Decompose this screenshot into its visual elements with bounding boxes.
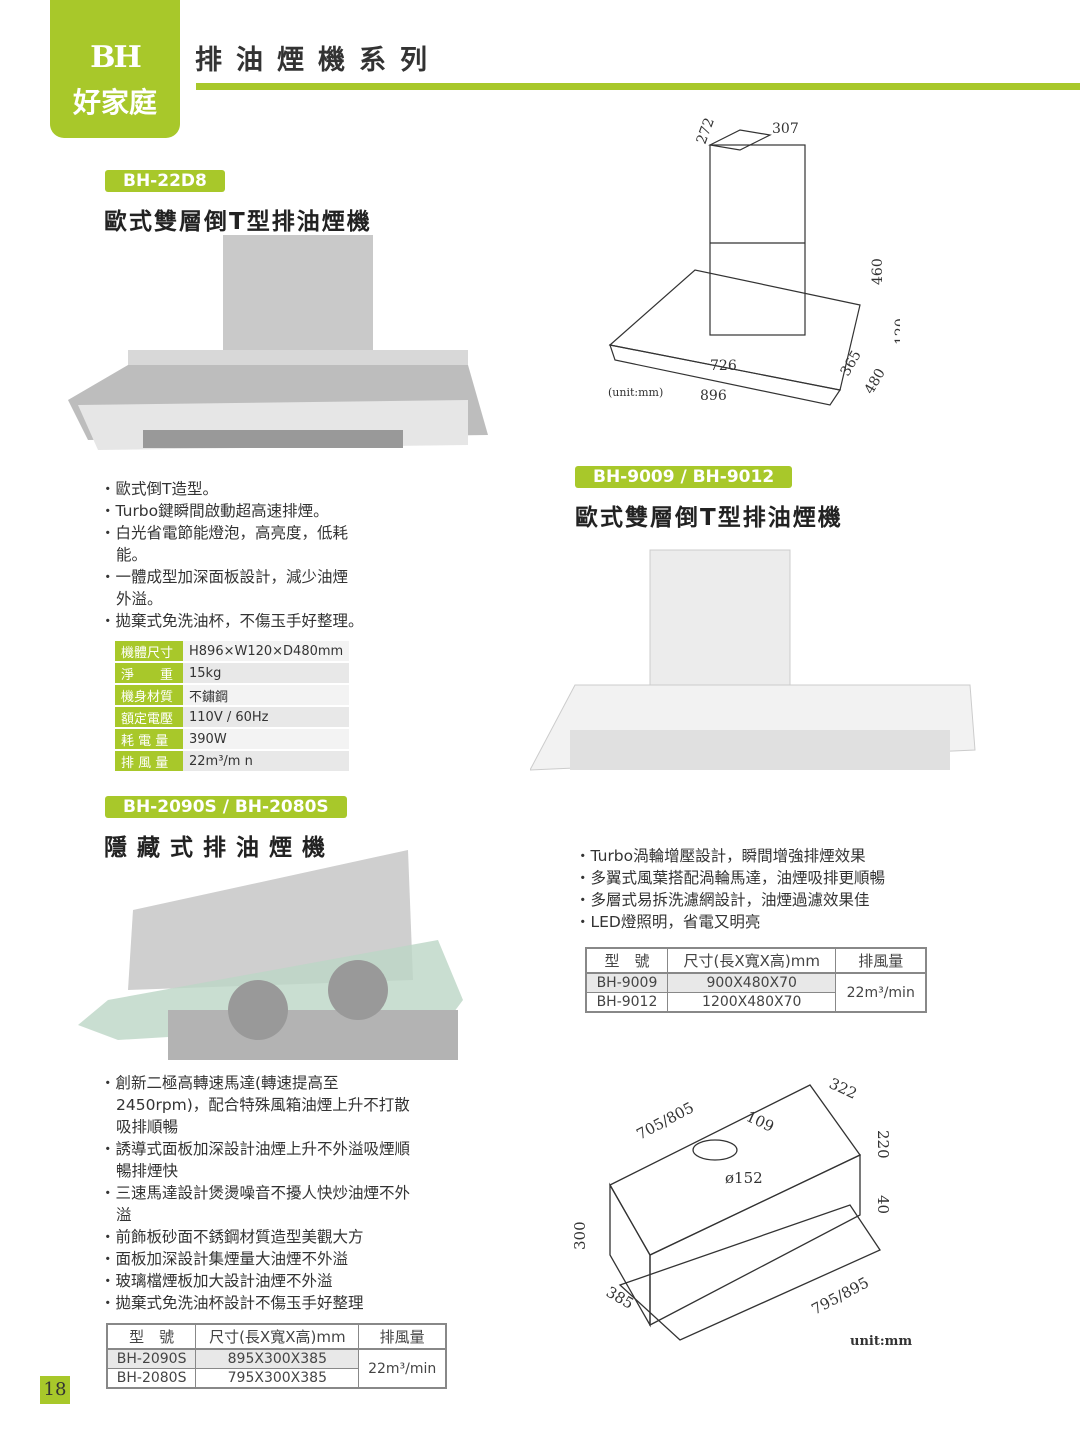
product2-image bbox=[530, 549, 976, 771]
dim-label: 120 bbox=[893, 318, 900, 345]
spec-value: 22m³/m n bbox=[183, 751, 350, 771]
dim-label: 726 bbox=[710, 358, 737, 374]
product1-name: 歐式雙層倒T型排油煙機 bbox=[104, 209, 372, 235]
feature: ・前飾板砂面不銹鋼材質造型美觀大方 bbox=[100, 1228, 364, 1246]
product1-model: BH-22D8 bbox=[105, 170, 225, 192]
feature: ・拋棄式免洗油杯設計不傷玉手好整理 bbox=[100, 1294, 364, 1312]
col-header: 排風量 bbox=[358, 1323, 447, 1350]
spec-key: 機體尺寸 bbox=[115, 641, 183, 661]
spec-key: 淨 重 bbox=[115, 663, 183, 683]
spec-key: 耗 電 量 bbox=[115, 729, 183, 749]
spec-value: 110V / 60Hz bbox=[183, 707, 350, 727]
cell: 895X300X385 bbox=[195, 1348, 360, 1369]
cell: BH-2080S bbox=[106, 1368, 197, 1389]
product2-features: ・Turbo渦輪增壓設計，瞬間增強排煙效果 ・多翼式風葉搭配渦輪馬達，油煙吸排更… bbox=[575, 845, 885, 933]
feature: ・誘導式面板加深設計油煙上升不外溢吸煙順暢排煙快 bbox=[100, 1140, 411, 1180]
feature: ・白光省電節能燈泡，高亮度，低耗能。 bbox=[100, 524, 349, 564]
page-number: 18 bbox=[40, 1376, 70, 1404]
dim-label: 322 bbox=[826, 1074, 860, 1102]
product1-dimension-diagram: 272 307 460 120 726 365 896 480 (unit:mm… bbox=[608, 116, 900, 406]
cell: 22m³/min bbox=[835, 972, 927, 1013]
dim-label: 896 bbox=[700, 388, 727, 404]
title-rule bbox=[196, 83, 1080, 90]
page-title: 排油煙機系列 bbox=[195, 45, 441, 76]
product1-image bbox=[68, 235, 488, 450]
spec-key: 排 風 量 bbox=[115, 751, 183, 771]
dim-label: 109 bbox=[743, 1107, 777, 1135]
dim-label: 220 bbox=[874, 1130, 892, 1159]
dim-label: 272 bbox=[694, 116, 718, 147]
dim-label: 795/895 bbox=[808, 1273, 871, 1318]
col-header: 尺寸(長X寬X高)mm bbox=[195, 1323, 360, 1350]
logo-mark: BH bbox=[90, 40, 142, 75]
spec-value: 不鏽鋼 bbox=[183, 685, 350, 705]
dim-label: 307 bbox=[772, 121, 799, 137]
product3-dimension-diagram: 705/805 109 322 220 ø152 40 300 385 795/… bbox=[571, 1074, 912, 1349]
dim-label: 460 bbox=[870, 258, 886, 285]
product2-model: BH-9009 / BH-9012 bbox=[575, 466, 793, 488]
feature: ・多層式易拆洗濾網設計，油煙過濾效果佳 bbox=[575, 891, 870, 909]
cell: 795X300X385 bbox=[195, 1368, 360, 1389]
feature: ・面板加深設計集煙量大油煙不外溢 bbox=[100, 1250, 349, 1268]
product3-name: 隱藏式排油煙機 bbox=[104, 835, 335, 861]
dim-label: 385 bbox=[603, 1283, 637, 1313]
dim-label: 365 bbox=[838, 348, 865, 379]
col-header: 排風量 bbox=[835, 947, 927, 974]
feature: ・玻璃檔煙板加大設計油煙不外溢 bbox=[100, 1272, 333, 1290]
feature: ・Turbo鍵瞬間啟動超高速排煙。 bbox=[100, 502, 329, 520]
brand-name: 好家庭 bbox=[72, 86, 157, 119]
feature: ・多翼式風葉搭配渦輪馬達，油煙吸排更順暢 bbox=[575, 869, 886, 887]
cell: 22m³/min bbox=[358, 1348, 447, 1389]
cell: 1200X480X70 bbox=[666, 992, 837, 1013]
dim-label: 480 bbox=[862, 366, 889, 397]
feature: ・一體成型加深面板設計，減少油煙外溢。 bbox=[100, 568, 349, 608]
feature: ・歐式倒T造型。 bbox=[100, 480, 218, 498]
cell: BH-9009 bbox=[585, 972, 668, 993]
spec-key: 額定電壓 bbox=[115, 707, 183, 727]
feature: ・三速馬達設計煲燙噪音不擾人快炒油煙不外溢 bbox=[100, 1184, 411, 1224]
col-header: 型 號 bbox=[106, 1323, 197, 1350]
unit-label: unit:mm bbox=[850, 1334, 912, 1349]
spec-value: H896×W120×D480mm bbox=[183, 641, 350, 661]
col-header: 型 號 bbox=[585, 947, 668, 974]
product3-image bbox=[78, 850, 463, 1060]
product1-features: ・歐式倒T造型。 ・Turbo鍵瞬間啟動超高速排煙。 ・白光省電節能燈泡，高亮度… bbox=[100, 478, 370, 632]
col-header: 尺寸(長X寬X高)mm bbox=[666, 947, 837, 974]
dim-label: 705/805 bbox=[633, 1098, 696, 1143]
cell: BH-9012 bbox=[585, 992, 668, 1013]
dim-label: 40 bbox=[874, 1195, 892, 1214]
spec-key: 機身材質 bbox=[115, 685, 183, 705]
feature: ・創新二極高轉速馬達(轉速提高至2450rpm)，配合特殊風箱油煙上升不打散吸排… bbox=[100, 1074, 410, 1136]
feature: ・拋棄式免洗油杯，不傷玉手好整理。 bbox=[100, 612, 364, 630]
product3-features: ・創新二極高轉速馬達(轉速提高至2450rpm)，配合特殊風箱油煙上升不打散吸排… bbox=[100, 1072, 410, 1314]
spec-value: 390W bbox=[183, 729, 350, 749]
product3-model: BH-2090S / BH-2080S bbox=[105, 796, 347, 818]
cell: 900X480X70 bbox=[666, 972, 837, 993]
feature: ・LED燈照明，省電又明亮 bbox=[575, 913, 761, 931]
product2-name: 歐式雙層倒T型排油煙機 bbox=[575, 505, 843, 531]
feature: ・Turbo渦輪增壓設計，瞬間增強排煙效果 bbox=[575, 847, 866, 865]
cell: BH-2090S bbox=[106, 1348, 197, 1369]
dim-label: ø152 bbox=[725, 1169, 763, 1187]
brand-logo: BH 好家庭 bbox=[50, 0, 180, 138]
unit-label: (unit:mm) bbox=[608, 386, 663, 399]
dim-label: 300 bbox=[571, 1221, 589, 1250]
spec-value: 15kg bbox=[183, 663, 350, 683]
